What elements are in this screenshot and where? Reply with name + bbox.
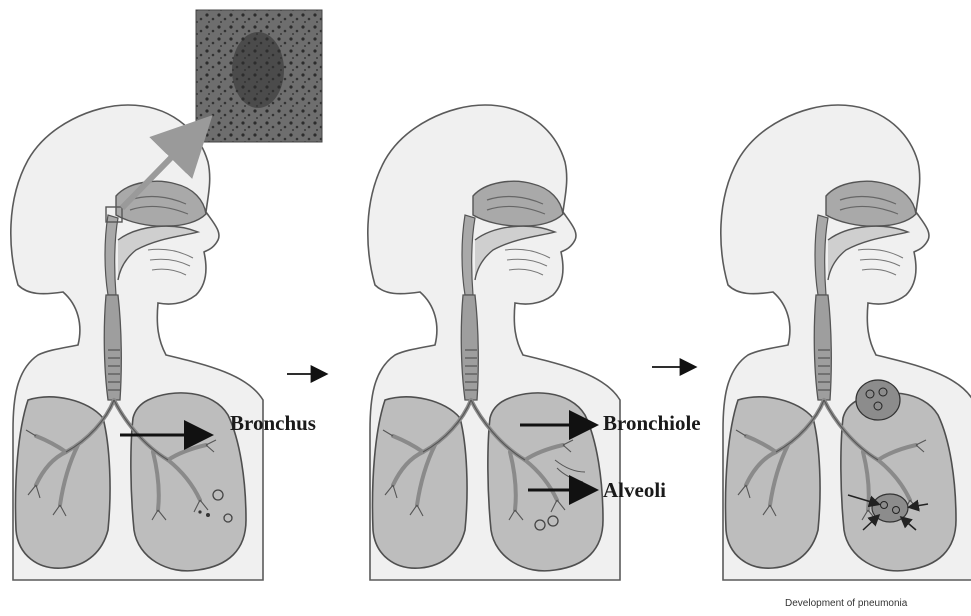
label-bronchus: Bronchus [230,411,316,436]
caption: Development of pneumonia [785,598,907,609]
label-bronchiole: Bronchiole [603,411,701,436]
panel-2 [368,105,620,580]
label-alveoli: Alveoli [603,478,666,503]
panel-1 [11,105,263,580]
panel-3 [721,105,971,580]
